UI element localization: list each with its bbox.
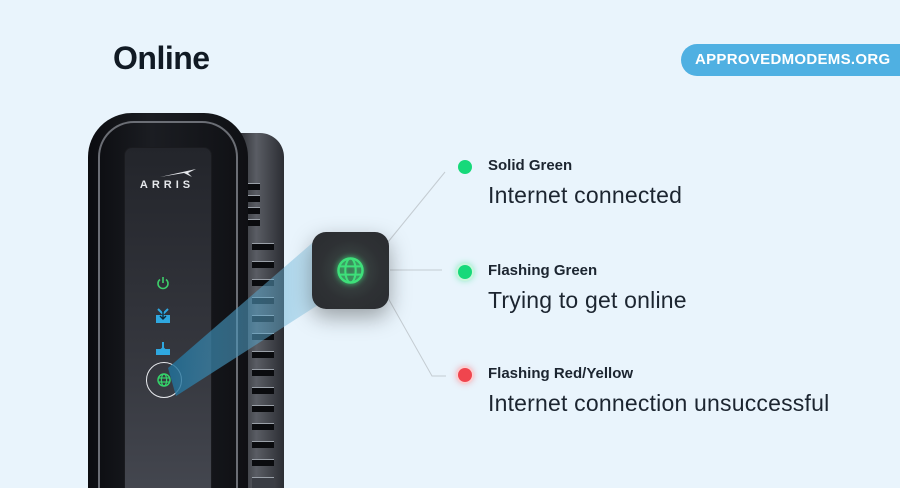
- led-zoom-callout: [312, 232, 389, 309]
- state-label: Flashing Red/Yellow: [488, 365, 634, 382]
- state-description: Trying to get online: [488, 287, 687, 313]
- downstream-icon: [156, 308, 170, 323]
- modem-illustration: ARRIS: [88, 113, 284, 488]
- globe-icon: [337, 257, 364, 284]
- brand-badge[interactable]: APPROVEDMODEMS.ORG: [681, 44, 900, 76]
- state-description: Internet connection unsuccessful: [488, 390, 830, 416]
- state-description: Internet connected: [488, 182, 683, 208]
- power-icon: [157, 277, 169, 290]
- arris-swoosh-icon: [160, 169, 196, 177]
- arris-logo: ARRIS: [139, 179, 195, 191]
- globe-icon: [157, 373, 171, 387]
- state-label: Solid Green: [488, 157, 573, 174]
- status-dot-flashing-red: [458, 368, 472, 382]
- status-dot-solid-green: [458, 160, 472, 174]
- status-dot-flashing-green: [458, 265, 472, 279]
- state-label: Flashing Green: [488, 262, 598, 279]
- upstream-icon: [156, 342, 170, 355]
- page-title: Online: [113, 40, 210, 76]
